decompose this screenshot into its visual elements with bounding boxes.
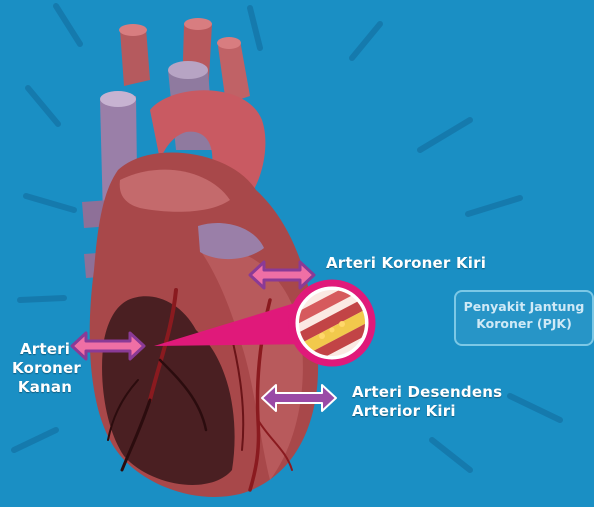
label-desendens-line-1: Arteri Desendens: [352, 383, 502, 401]
label-desendens-line-2: Arterior Kiri: [352, 402, 456, 420]
label-arteri-desendens: Arteri Desendens Arterior Kiri: [352, 383, 502, 421]
label-arteri-koroner-kanan: Arteri Koroner Kanan: [12, 340, 78, 397]
label-kanan-line-2: Koroner: [12, 359, 81, 377]
label-arteri-koroner-kiri: Arteri Koroner Kiri: [326, 254, 486, 273]
label-kanan-line-3: Kanan: [18, 378, 72, 396]
title-line-2: Koroner (PJK): [456, 315, 592, 332]
label-kanan-line-1: Arteri: [20, 340, 70, 358]
title-line-1: Penyakit Jantung: [456, 298, 592, 315]
title-badge: Penyakit Jantung Koroner (PJK): [454, 290, 594, 346]
